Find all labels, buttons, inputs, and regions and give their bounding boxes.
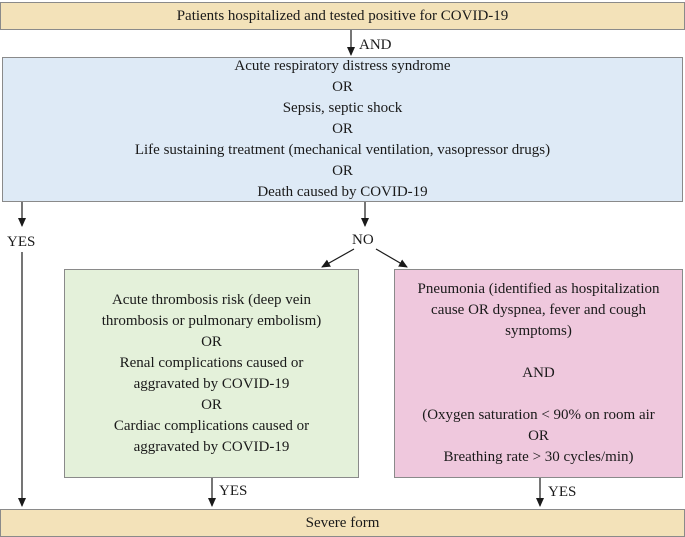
pneumonia-line: symptoms) bbox=[505, 323, 572, 339]
criteria-line: Death caused by COVID-19 bbox=[257, 184, 428, 200]
complications-line: thrombosis or pulmonary embolism) bbox=[101, 312, 322, 329]
complications-line: aggravated by COVID-19 bbox=[133, 438, 290, 455]
pneumonia-or: OR bbox=[528, 428, 549, 444]
complications-line: aggravated by COVID-19 bbox=[133, 375, 290, 392]
pneumonia-box: Pneumonia (identified as hospitalization… bbox=[394, 269, 683, 478]
pneumonia-line: (Oxygen saturation < 90% on room air bbox=[422, 407, 655, 423]
patients-box: Patients hospitalized and tested positiv… bbox=[0, 2, 685, 30]
complications-line: Cardiac complications caused or bbox=[113, 417, 310, 434]
pneumonia-line: Breathing rate > 30 cycles/min) bbox=[443, 449, 634, 465]
arrow-no-to-pink bbox=[375, 248, 408, 268]
complications-line: Renal complications caused or bbox=[119, 354, 304, 371]
criteria-line: Sepsis, septic shock bbox=[282, 100, 403, 116]
complications-box: Acute thrombosis risk (deep vein thrombo… bbox=[64, 269, 359, 478]
criteria-or: OR bbox=[332, 79, 353, 95]
pneumonia-line: cause OR dyspnea, fever and cough bbox=[431, 302, 646, 318]
criteria-or: OR bbox=[332, 121, 353, 137]
patients-text: Patients hospitalized and tested positiv… bbox=[176, 7, 509, 24]
criteria-line: Acute respiratory distress syndrome bbox=[234, 58, 451, 74]
criteria-or: OR bbox=[332, 163, 353, 179]
complications-or: OR bbox=[201, 333, 222, 350]
pneumonia-line: Pneumonia (identified as hospitalization bbox=[417, 281, 660, 297]
yes-green-label: YES bbox=[219, 483, 248, 499]
complications-or: OR bbox=[201, 396, 222, 413]
severe-form-text: Severe form bbox=[305, 514, 380, 531]
criteria-line: Life sustaining treatment (mechanical ve… bbox=[134, 142, 551, 158]
and-label: AND bbox=[359, 37, 392, 53]
arrow-no-to-green bbox=[321, 248, 355, 268]
no-label: NO bbox=[352, 232, 374, 248]
yes-left-label: YES bbox=[7, 234, 36, 250]
pneumonia-and: AND bbox=[522, 365, 555, 381]
criteria-box: Acute respiratory distress syndrome OR S… bbox=[2, 57, 683, 202]
complications-line: Acute thrombosis risk (deep vein bbox=[111, 291, 312, 308]
yes-pink-label: YES bbox=[548, 484, 577, 500]
severe-form-box: Severe form bbox=[0, 509, 685, 537]
